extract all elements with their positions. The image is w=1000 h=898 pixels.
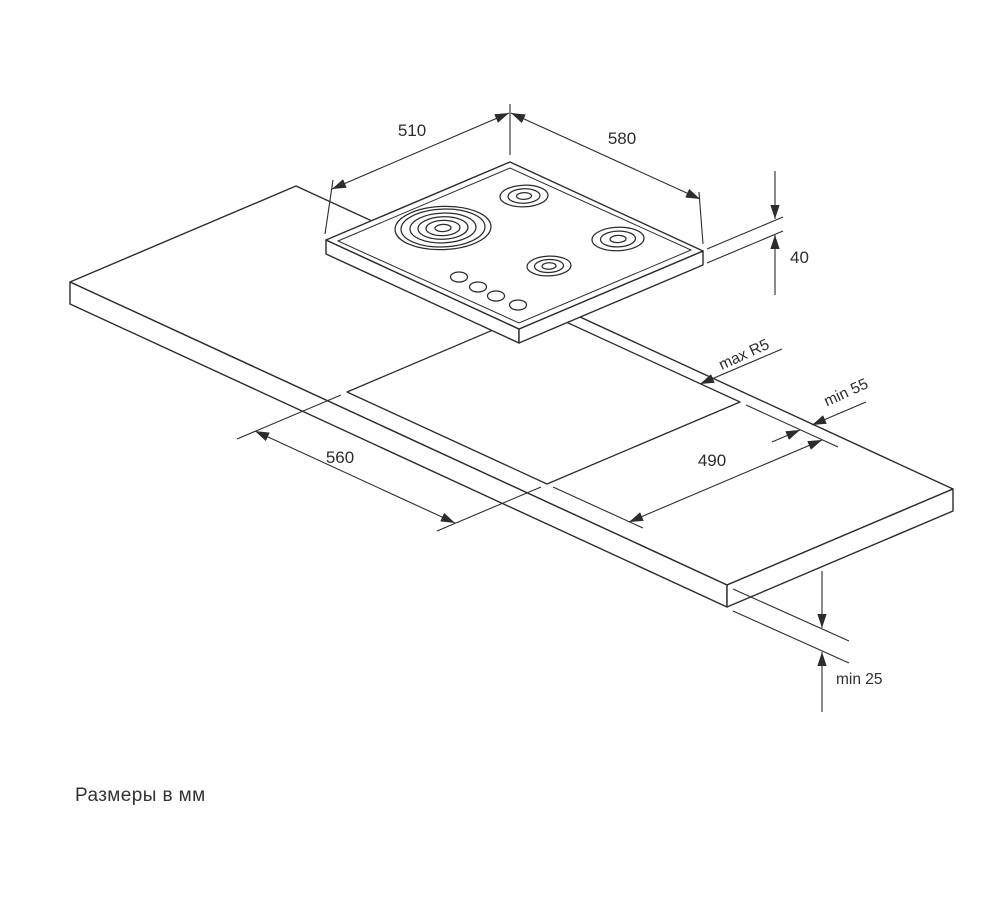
hob-height-label: 40 [790, 248, 809, 267]
control-knobs [449, 271, 528, 311]
leader-line [699, 348, 783, 385]
extension-line [706, 216, 784, 250]
dim-corner-radius: max R5 [699, 336, 783, 385]
extension-line [436, 486, 542, 532]
dim-worktop-thickness: min 25 [732, 571, 883, 712]
dimension-line [811, 401, 867, 426]
burner-right [591, 226, 645, 252]
extension-line [732, 588, 850, 642]
worktop-thickness-label: min 25 [836, 671, 883, 688]
extension-line [236, 394, 342, 440]
dimension-line [254, 430, 456, 524]
knob [449, 271, 469, 283]
cutout-depth-label: 490 [698, 451, 726, 470]
hob [325, 161, 704, 344]
dim-hob-depth: 510 [324, 104, 511, 235]
dim-hob-width: 580 [510, 112, 704, 245]
knob [508, 299, 528, 311]
burner-bottom [526, 255, 572, 277]
countertop-front-right-face [726, 488, 954, 608]
corner-radius-label: max R5 [716, 336, 772, 374]
dim-hob-height: 40 [706, 171, 809, 295]
caption: Размеры в мм [75, 785, 206, 806]
hob-depth-label: 510 [398, 121, 426, 140]
dimension-line [771, 429, 801, 443]
dimension-line [510, 112, 701, 200]
dimension-line [628, 439, 823, 523]
extension-line [324, 179, 334, 235]
burner-large [394, 205, 492, 251]
dim-cutout-width: 560 [236, 394, 542, 532]
cutout-width-label: 560 [326, 448, 354, 467]
dimension-line [331, 112, 510, 190]
knob [468, 281, 488, 293]
extension-line [706, 230, 784, 264]
extension-line [745, 404, 839, 448]
knob [486, 290, 506, 302]
extension-line [552, 486, 644, 529]
extension-line [698, 191, 704, 245]
dim-cutout-depth: 490 [552, 404, 839, 529]
rear-clearance-label: min 55 [821, 376, 870, 411]
hob-width-label: 580 [608, 129, 636, 148]
hob-top-rim [336, 167, 693, 324]
extension-line [732, 610, 850, 664]
